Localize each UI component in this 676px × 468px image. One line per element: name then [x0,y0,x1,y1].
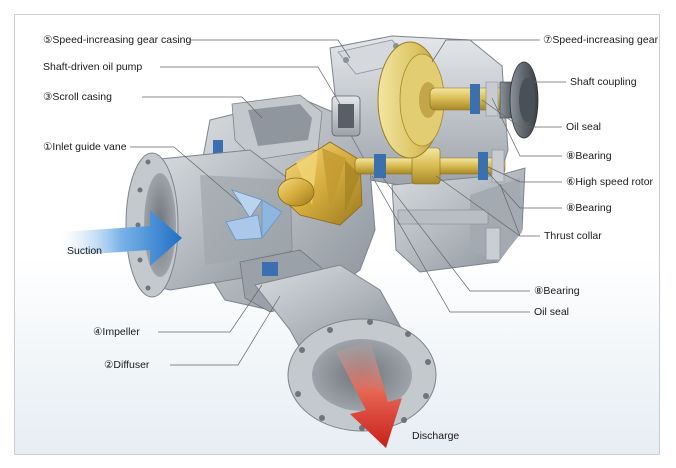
leader-scroll-casing [142,96,263,119]
leader-bearing-3 [379,173,530,292]
leader-inlet-guide-vane [130,146,243,206]
label-impeller: ④Impeller [93,326,140,338]
speed-increasing-gear [377,41,509,159]
label-shaft-coupling: Shaft coupling [570,76,637,88]
leader-gear-casing [190,39,351,59]
label-inlet-guide-vane: ①Inlet guide vane [43,141,127,153]
inlet-guide-vane [225,189,283,241]
label-oil-seal-top: Oil seal [566,121,602,133]
discharge-arrow-icon [336,340,402,448]
label-scroll-casing: ③Scroll casing [43,91,112,103]
label-gear-casing: ⑤Speed-increasing gear casing [43,34,192,46]
leader-high-speed-rotor [485,165,562,183]
label-speed-gear: ⑦Speed-increasing gear [543,34,659,46]
label-diffuser: ②Diffuser [104,359,150,371]
label-oil-pump: Shaft-driven oil pump [43,61,143,73]
leader-thrust-collar-b [499,183,521,237]
leader-oil-seal-top [481,99,562,128]
leader-speed-gear [431,39,540,63]
label-bearing-3: ⑧Bearing [534,285,580,297]
leader-oil-pump [160,66,341,105]
leader-diffuser [170,295,281,366]
shaft-coupling [499,61,539,139]
leader-bearing-2 [483,167,562,209]
leader-bearing-1 [491,97,562,157]
bearing-housing [391,167,526,273]
label-high-speed-rotor: ⑥High speed rotor [566,176,654,188]
high-speed-rotor [354,147,506,185]
label-bearing-2: ⑧Bearing [566,202,612,214]
leader-impeller [158,284,263,333]
discharge-outlet [254,264,437,432]
label-bearing-1: ⑧Bearing [566,150,612,162]
suction-arrow-icon [60,210,182,266]
label-oil-seal-bottom: Oil seal [534,306,570,318]
label-suction: Suction [67,245,103,257]
leader-oil-seal-bottom [371,175,530,313]
label-thrust-collar: Thrust collar [544,230,602,242]
label-discharge: Discharge [412,430,460,442]
oil-pump [331,95,361,137]
leader-lines [130,39,566,366]
